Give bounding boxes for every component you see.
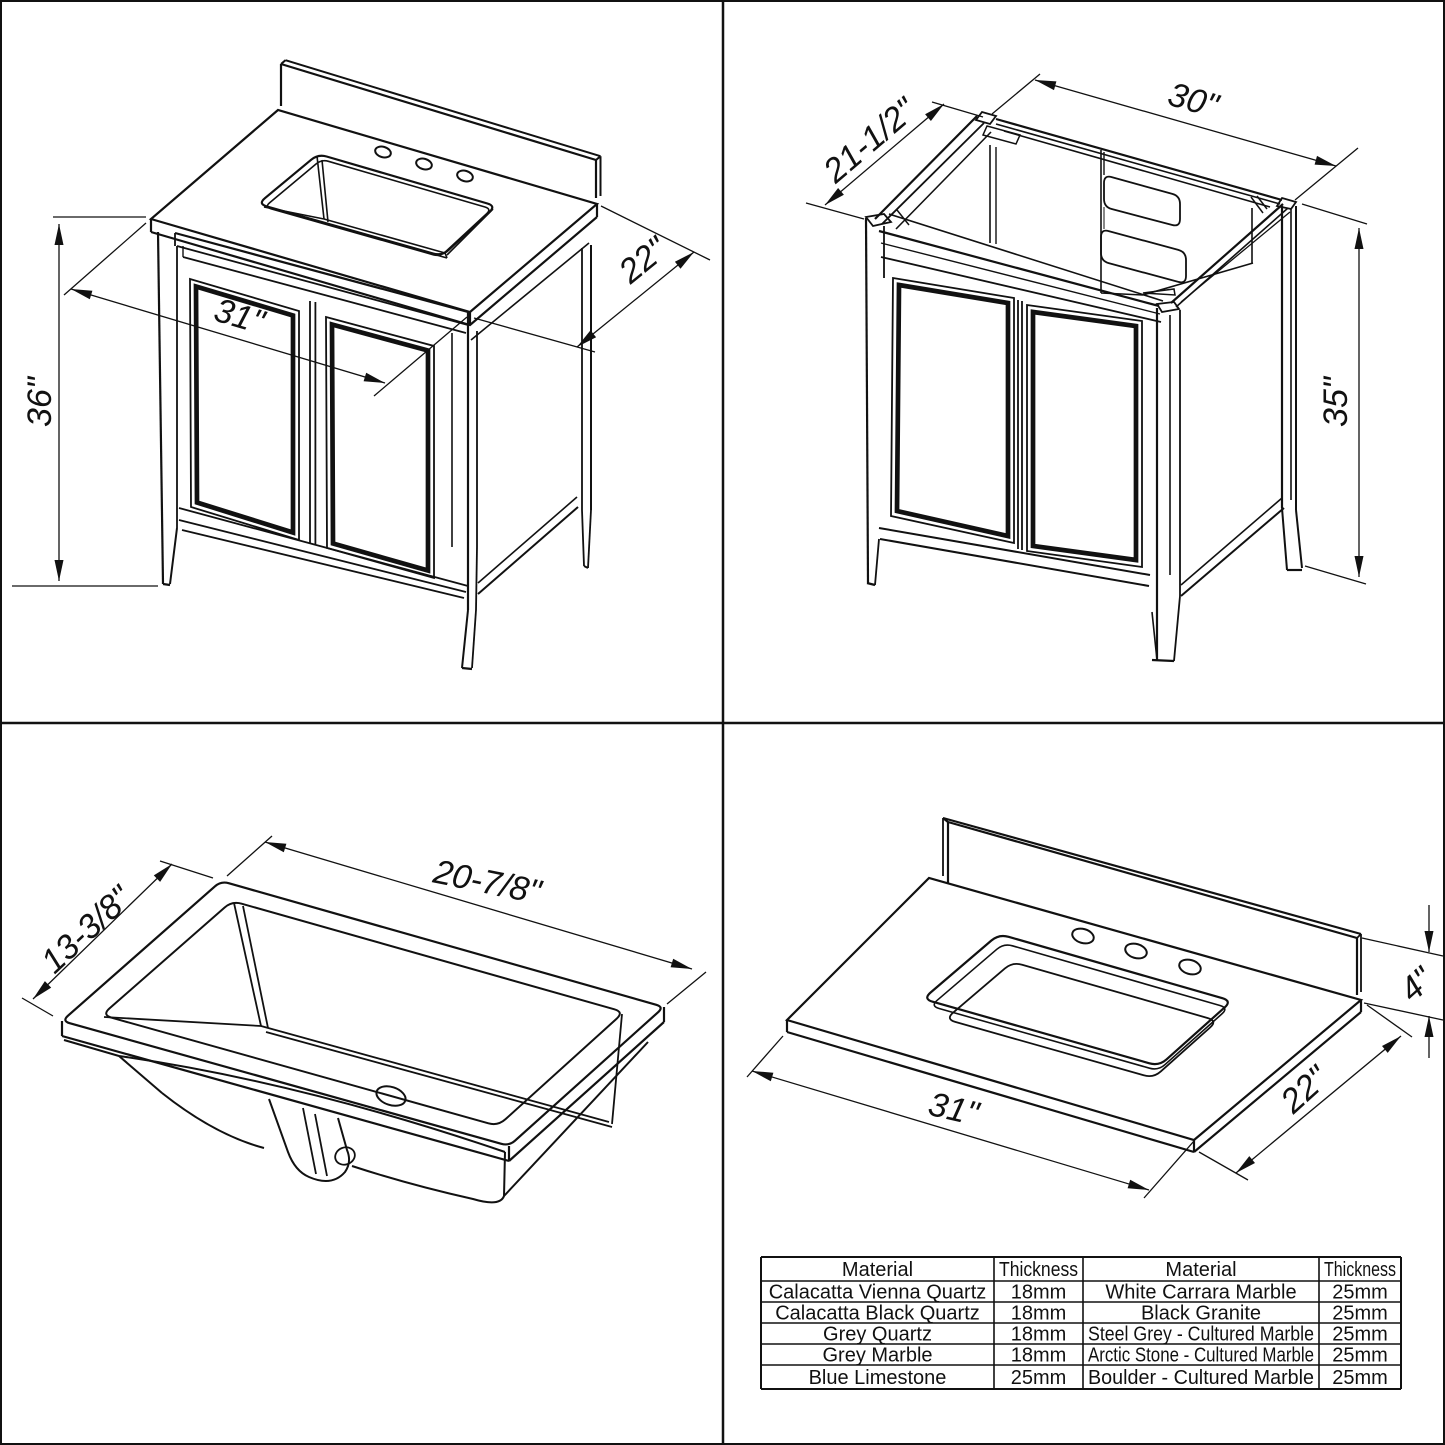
svg-text:36": 36" [21, 375, 59, 427]
svg-text:25mm: 25mm [1332, 1345, 1388, 1367]
svg-text:Material: Material [842, 1259, 913, 1281]
svg-text:Material: Material [1165, 1259, 1236, 1281]
svg-text:White Carrara Marble: White Carrara Marble [1105, 1282, 1296, 1304]
svg-text:25mm: 25mm [1011, 1367, 1067, 1389]
svg-text:25mm: 25mm [1332, 1282, 1388, 1304]
svg-text:Thickness: Thickness [999, 1259, 1078, 1281]
svg-text:Calacatta Black Quartz: Calacatta Black Quartz [775, 1303, 980, 1325]
svg-text:Arctic Stone - Cultured Marble: Arctic Stone - Cultured Marble [1088, 1345, 1314, 1367]
svg-text:Black Granite: Black Granite [1141, 1303, 1261, 1325]
svg-text:18mm: 18mm [1011, 1324, 1067, 1346]
svg-text:25mm: 25mm [1332, 1324, 1388, 1346]
svg-text:Grey Marble: Grey Marble [822, 1345, 932, 1367]
svg-text:35": 35" [1317, 375, 1355, 427]
svg-text:18mm: 18mm [1011, 1303, 1067, 1325]
svg-text:25mm: 25mm [1332, 1367, 1388, 1389]
svg-text:Calacatta Vienna Quartz: Calacatta Vienna Quartz [769, 1282, 987, 1304]
svg-text:25mm: 25mm [1332, 1303, 1388, 1325]
svg-text:Grey Quartz: Grey Quartz [823, 1324, 932, 1346]
svg-text:18mm: 18mm [1011, 1345, 1067, 1367]
svg-text:Steel Grey - Cultured Marble: Steel Grey - Cultured Marble [1088, 1324, 1314, 1346]
svg-text:18mm: 18mm [1011, 1282, 1067, 1304]
svg-text:Blue Limestone: Blue Limestone [809, 1367, 947, 1389]
svg-text:Boulder - Cultured Marble: Boulder - Cultured Marble [1088, 1367, 1314, 1389]
svg-text:Thickness: Thickness [1324, 1259, 1396, 1281]
